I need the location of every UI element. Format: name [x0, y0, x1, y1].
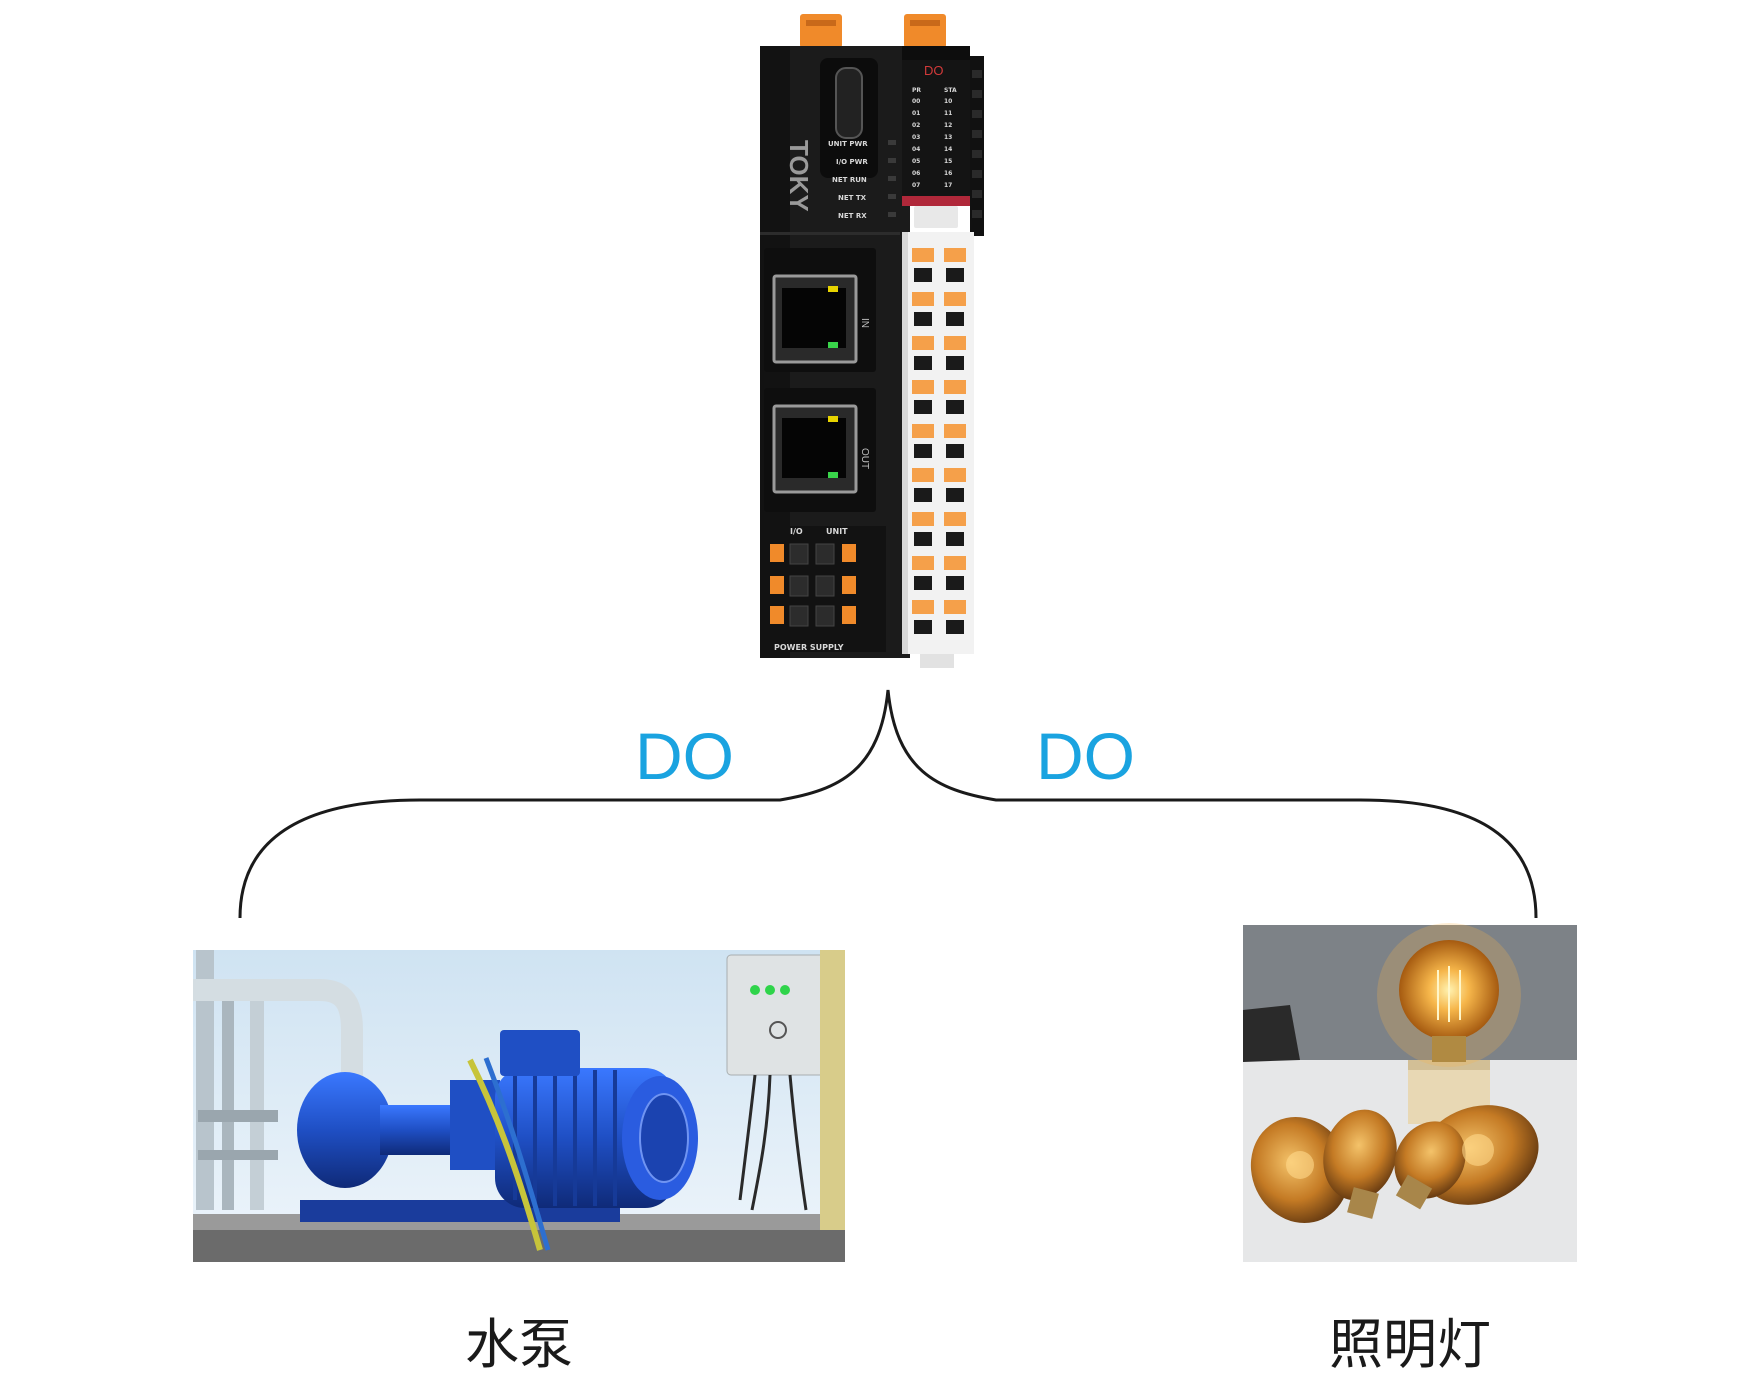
connection-brace: [238, 689, 1538, 919]
svg-text:01: 01: [912, 110, 920, 117]
top-clip-left[interactable]: [800, 14, 842, 48]
svg-text:17: 17: [944, 182, 952, 189]
svg-text:I/O PWR: I/O PWR: [836, 158, 868, 166]
terminal-wire-hole: [946, 268, 964, 282]
terminal-wire-hole: [946, 356, 964, 370]
terminal-push-button[interactable]: [944, 336, 966, 350]
svg-text:10: 10: [944, 98, 952, 105]
svg-text:13: 13: [944, 134, 952, 141]
svg-text:NET RX: NET RX: [838, 212, 867, 220]
terminal-wire-hole: [946, 400, 964, 414]
release-tab[interactable]: [914, 206, 958, 228]
terminal-push-button[interactable]: [912, 292, 934, 306]
light-caption: 照明灯: [1329, 1313, 1491, 1376]
terminal-push-button[interactable]: [912, 556, 934, 570]
terminal-push-button[interactable]: [912, 512, 934, 526]
terminal-wire-hole: [914, 444, 932, 458]
svg-text:02: 02: [912, 122, 920, 129]
terminal-wire-hole: [914, 312, 932, 326]
terminal-wire-hole: [946, 488, 964, 502]
svg-text:11: 11: [944, 110, 952, 117]
terminal-push-button[interactable]: [912, 424, 934, 438]
light-bulb-photo: [1243, 923, 1577, 1262]
terminal-push-button[interactable]: [944, 292, 966, 306]
terminal-push-button[interactable]: [912, 248, 934, 262]
terminal-wire-hole: [914, 356, 932, 370]
terminal-wire-hole: [914, 532, 932, 546]
svg-text:PR: PR: [912, 87, 921, 94]
water-pump-caption: 水泵: [465, 1313, 573, 1376]
terminal-push-button[interactable]: [944, 512, 966, 526]
svg-text:16: 16: [944, 170, 952, 177]
terminal-rows: [912, 248, 966, 634]
usb-c-port[interactable]: [835, 67, 863, 139]
port-out-label: OUT: [859, 448, 870, 469]
water-pump-photo: [193, 950, 845, 1262]
svg-text:15: 15: [944, 158, 952, 165]
svg-text:12: 12: [944, 122, 952, 129]
terminal-push-button[interactable]: [944, 468, 966, 482]
svg-text:STA: STA: [944, 87, 957, 94]
svg-text:04: 04: [912, 146, 920, 153]
brand-logo: TOKY: [784, 140, 814, 212]
terminal-push-button[interactable]: [912, 336, 934, 350]
top-clip-right[interactable]: [904, 14, 946, 48]
svg-text:UNIT PWR: UNIT PWR: [828, 140, 868, 148]
svg-text:03: 03: [912, 134, 920, 141]
terminal-push-button[interactable]: [912, 468, 934, 482]
svg-text:UNIT: UNIT: [826, 527, 848, 536]
terminal-wire-hole: [914, 620, 932, 634]
terminal-wire-hole: [946, 532, 964, 546]
do-label-left: DO: [635, 719, 734, 793]
terminal-push-button[interactable]: [944, 248, 966, 262]
terminal-wire-hole: [914, 400, 932, 414]
svg-text:NET TX: NET TX: [838, 194, 867, 202]
terminal-wire-hole: [914, 576, 932, 590]
terminal-wire-hole: [946, 444, 964, 458]
do-module-label: DO: [924, 63, 944, 78]
svg-text:14: 14: [944, 146, 952, 153]
terminal-push-button[interactable]: [944, 424, 966, 438]
do-led-panel: [902, 46, 970, 196]
terminal-push-button[interactable]: [944, 556, 966, 570]
svg-text:NET RUN: NET RUN: [832, 176, 867, 184]
status-led-labels: UNIT PWR I/O PWR NET RUN NET TX NET RX: [828, 140, 868, 220]
terminal-push-button[interactable]: [912, 600, 934, 614]
terminal-push-button[interactable]: [944, 600, 966, 614]
terminal-push-button[interactable]: [944, 380, 966, 394]
svg-text:00: 00: [912, 98, 920, 105]
terminal-wire-hole: [946, 576, 964, 590]
svg-text:POWER SUPPLY: POWER SUPPLY: [774, 643, 844, 652]
terminal-wire-hole: [914, 488, 932, 502]
terminal-wire-hole: [946, 620, 964, 634]
svg-text:05: 05: [912, 158, 920, 165]
svg-text:06: 06: [912, 170, 920, 177]
terminal-wire-hole: [914, 268, 932, 282]
port-in-label: IN: [859, 318, 870, 328]
do-label-right: DO: [1036, 719, 1135, 793]
io-module-device: TOKY UNIT PWR I/O PWR NET RUN NET TX NET…: [760, 14, 984, 668]
terminal-push-button[interactable]: [912, 380, 934, 394]
svg-text:I/O: I/O: [790, 527, 803, 536]
do-channel-numbers: 00 01 02 03 04 05 06 07 10 11 12 13 14 1…: [912, 98, 952, 189]
terminal-wire-hole: [946, 312, 964, 326]
svg-text:07: 07: [912, 182, 920, 189]
